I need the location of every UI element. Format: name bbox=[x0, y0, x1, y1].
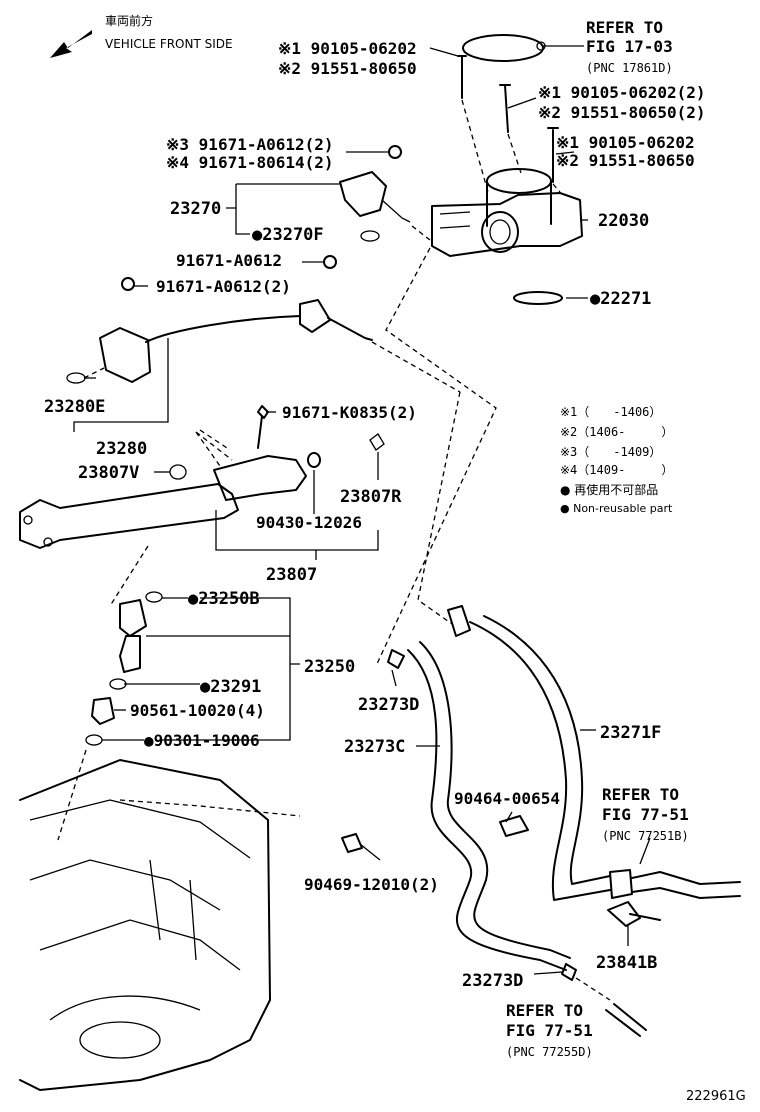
ref-17-03: REFER TO FIG 17-03 (PNC 17861D) bbox=[586, 18, 673, 75]
bolt-1-drawing bbox=[457, 55, 489, 193]
ref-77-51-b: REFER TO FIG 77-51 (PNC 77251B) bbox=[602, 785, 689, 843]
legend-n1: ※1（ -1406） bbox=[560, 405, 661, 419]
legend-n3: ※3（ -1409） bbox=[560, 445, 661, 459]
label-90469: 90469-12010(2) bbox=[304, 875, 439, 894]
label-bolt2b: ※2 91551-80650(2) bbox=[538, 103, 706, 122]
label-bolt1a: ※1 90105-06202 bbox=[278, 39, 417, 58]
label-23280E: 23280E bbox=[44, 397, 105, 417]
ref1-line2: FIG 17-03 bbox=[586, 37, 673, 56]
label-23271F: 23271F bbox=[600, 723, 661, 743]
label-23291: ●23291 bbox=[200, 677, 261, 697]
ref1-line3: (PNC 17861D) bbox=[586, 61, 673, 75]
clamp-90469-drawing bbox=[341, 833, 363, 853]
direction-jp: 車両前方 bbox=[105, 13, 153, 28]
label-91671-a0612: 91671-A0612 bbox=[176, 251, 282, 270]
label-23273D-bottom: 23273D bbox=[462, 971, 523, 991]
legend-n2: ※2（1406- ） bbox=[560, 425, 673, 439]
ref2-line1: REFER TO bbox=[602, 785, 679, 804]
bolt-2-drawing bbox=[499, 84, 523, 177]
label-23280: 23280 bbox=[96, 439, 147, 459]
label-screw3: ※3 91671-A0612(2) bbox=[166, 135, 334, 154]
label-23250: 23250 bbox=[304, 657, 355, 677]
gasket-top-drawing bbox=[462, 34, 546, 62]
label-bolt3b: ※2 91551-80650 bbox=[556, 151, 695, 170]
vehicle-front-arrow-icon bbox=[50, 30, 92, 58]
label-90464: 90464-00654 bbox=[454, 789, 560, 808]
ref2-line2: FIG 77-51 bbox=[602, 805, 689, 824]
label-bolt1b: ※2 91551-80650 bbox=[278, 59, 417, 78]
label-screw4: ※4 91671-80614(2) bbox=[166, 153, 334, 172]
direction-en: VEHICLE FRONT SIDE bbox=[105, 37, 233, 51]
ref2-line3: (PNC 77251B) bbox=[602, 829, 689, 843]
throttle-body-drawing bbox=[431, 168, 583, 257]
leader-lines bbox=[73, 45, 651, 975]
injector-23250-drawing bbox=[85, 591, 163, 746]
label-22271: ●22271 bbox=[590, 289, 651, 309]
label-23807R: 23807R bbox=[340, 487, 402, 507]
legend-nonreuse-en: ● Non-reusable part bbox=[560, 502, 673, 515]
label-90561: 90561-10020(4) bbox=[130, 701, 265, 720]
ref3-line3: (PNC 77255D) bbox=[506, 1045, 593, 1059]
label-90301: ●90301-19006 bbox=[144, 731, 260, 750]
label-91671-k0835: 91671-K0835(2) bbox=[282, 403, 417, 422]
hose-23273c-drawing bbox=[387, 641, 577, 981]
label-23273C: 23273C bbox=[344, 737, 405, 757]
ref-77-51-d: REFER TO FIG 77-51 (PNC 77255D) bbox=[506, 1001, 593, 1059]
label-90430: 90430-12026 bbox=[256, 513, 362, 532]
ref3-line2: FIG 77-51 bbox=[506, 1021, 593, 1040]
label-23273D-top: 23273D bbox=[358, 695, 419, 715]
label-bolt3a: ※1 90105-06202 bbox=[556, 133, 695, 152]
label-91671-a0612-2: 91671-A0612(2) bbox=[156, 277, 291, 296]
sensor-23270-drawing bbox=[339, 145, 431, 242]
label-23270: 23270 bbox=[170, 199, 221, 219]
label-23250B: ●23250B bbox=[188, 589, 260, 609]
figure-id: 222961G bbox=[686, 1089, 746, 1104]
label-22030: 22030 bbox=[598, 211, 649, 231]
pipe-77255d-drawing bbox=[575, 977, 647, 1037]
label-23807: 23807 bbox=[266, 565, 317, 585]
gasket-22271-drawing bbox=[513, 291, 563, 305]
ref1-line1: REFER TO bbox=[586, 18, 663, 37]
engine-block-drawing bbox=[19, 759, 271, 1091]
hose-23271f-drawing bbox=[447, 605, 741, 927]
legend: ※1（ -1406） ※2（1406- ） ※3（ -1409） ※4（1409… bbox=[560, 405, 673, 515]
connection-lines bbox=[57, 247, 497, 841]
label-23270F: ●23270F bbox=[252, 225, 324, 245]
label-bolt2a: ※1 90105-06202(2) bbox=[538, 83, 706, 102]
legend-nonreuse-jp: ● 再使用不可部品 bbox=[560, 482, 658, 497]
pipe-23280-drawing bbox=[66, 255, 373, 384]
label-23841B: 23841B bbox=[596, 953, 657, 973]
label-23807V: 23807V bbox=[78, 463, 139, 483]
ref3-line1: REFER TO bbox=[506, 1001, 583, 1020]
clamp-90464-drawing bbox=[499, 815, 529, 837]
bolt-3-drawing bbox=[547, 127, 561, 193]
legend-n4: ※4（1409- ） bbox=[560, 463, 673, 477]
